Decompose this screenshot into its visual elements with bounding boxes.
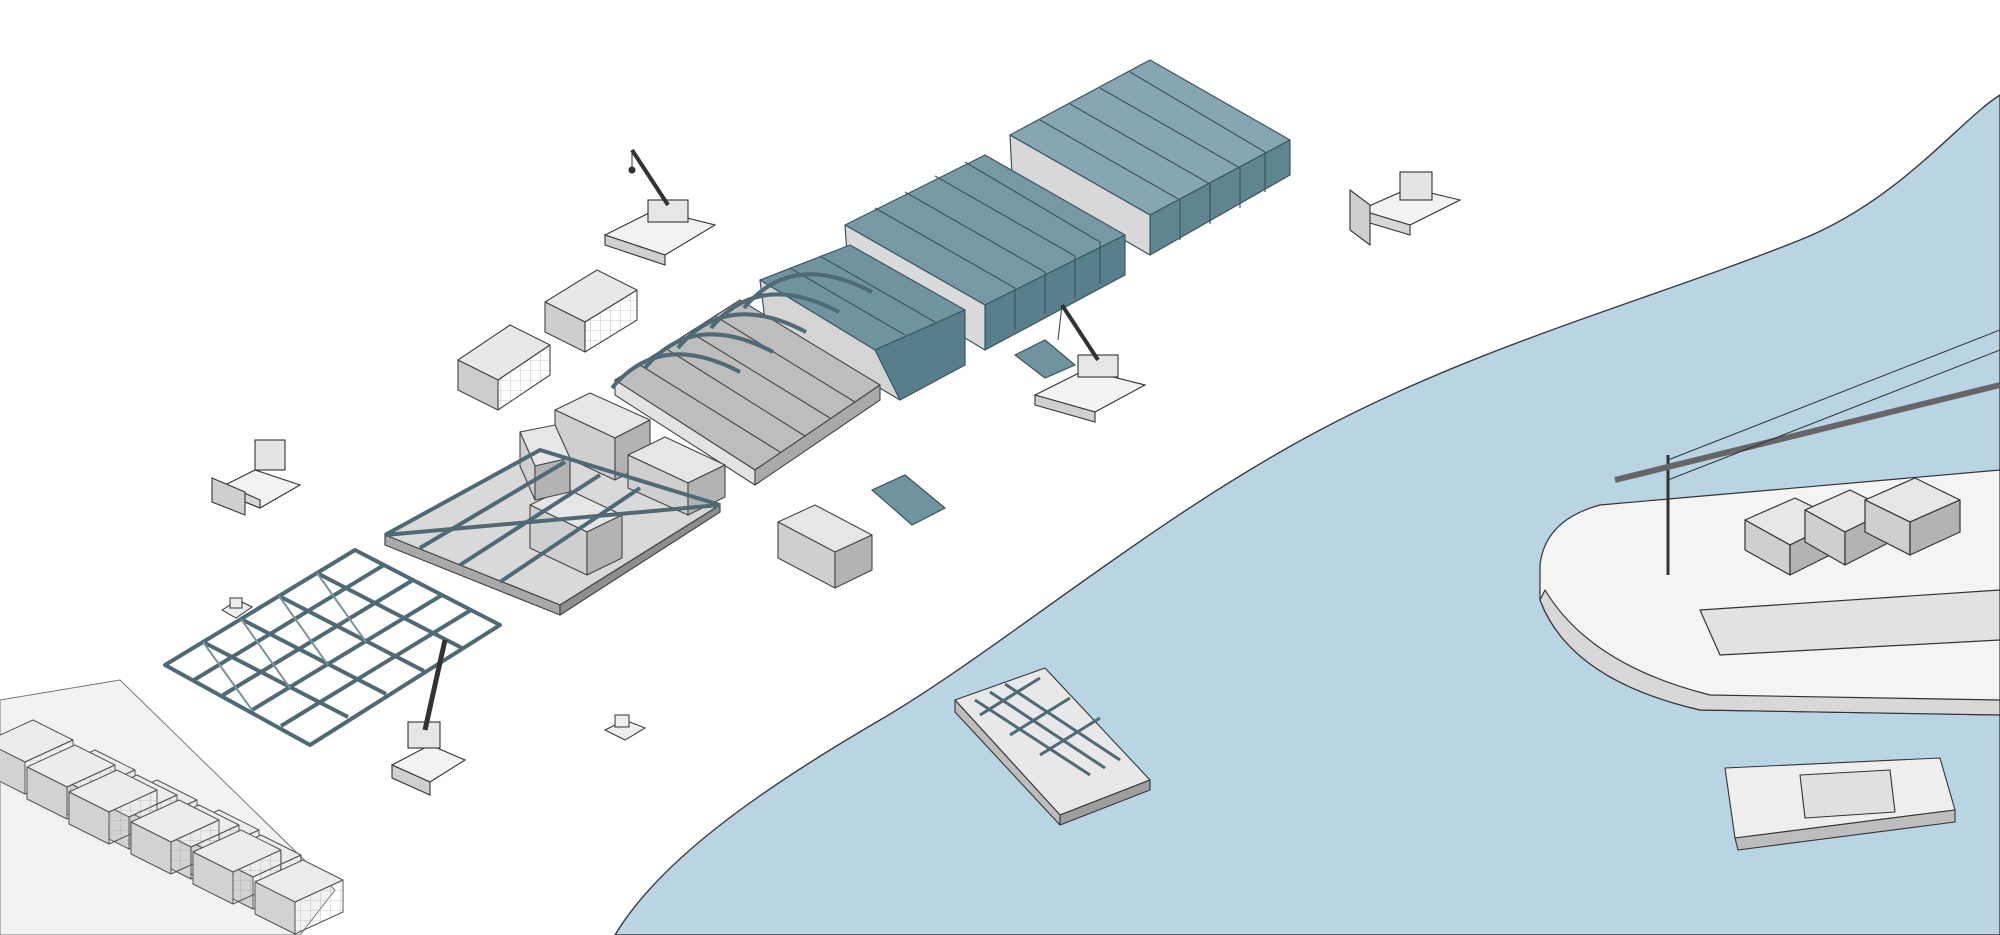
completed-shelter-near — [759, 244, 966, 401]
roof-panel-loose — [870, 474, 947, 526]
shipping-container-2 — [544, 269, 638, 353]
crawler-crane-top — [603, 148, 717, 266]
small-vehicle-left — [221, 597, 253, 619]
container-yard — [0, 679, 344, 935]
stacked-container — [192, 829, 282, 905]
stacked-container — [130, 799, 220, 875]
barge-with-trusses — [954, 667, 1151, 826]
cargo-ship — [1539, 329, 2000, 716]
river-water — [614, 94, 2000, 935]
small-barge — [1724, 757, 1956, 851]
steel-frame-roof-truss — [384, 447, 721, 584]
bulldozer-right — [1349, 171, 1462, 247]
small-loader — [603, 714, 647, 741]
partial-shelter-arches — [610, 272, 873, 390]
completed-shelter-far — [1009, 59, 1291, 256]
crawler-crane-bottom — [390, 639, 467, 796]
steel-frame-diagonals — [202, 572, 367, 711]
stacked-container — [68, 769, 158, 845]
completed-shelter-middle — [844, 154, 1126, 351]
bulldozer-left — [211, 439, 302, 516]
stacked-container — [254, 859, 344, 935]
shipping-container-1 — [457, 324, 551, 411]
roof-panel-crane-load — [1013, 339, 1077, 379]
steel-frame-grid — [163, 548, 502, 747]
module-on-ground — [777, 504, 873, 589]
crawler-crane-middle — [1033, 303, 1147, 423]
